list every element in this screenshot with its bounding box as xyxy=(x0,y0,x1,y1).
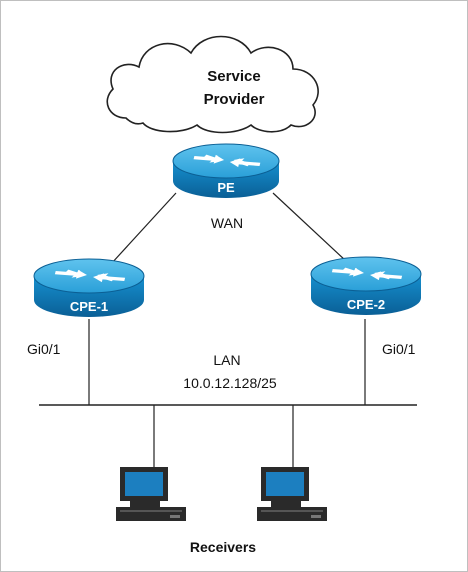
lan-subnet-label: 10.0.12.128/25 xyxy=(183,375,277,391)
pe-router-icon xyxy=(172,143,280,198)
lan-label: LAN xyxy=(213,352,240,368)
cpe1-router-label: CPE-1 xyxy=(70,299,108,314)
cpe2-router-label: CPE-2 xyxy=(347,297,385,312)
cloud-label-line2: Provider xyxy=(204,91,265,108)
cpe2-router-icon xyxy=(310,256,422,315)
interface-label-right: Gi0/1 xyxy=(382,341,416,357)
pe-router-label: PE xyxy=(217,180,235,195)
wan-label: WAN xyxy=(211,215,243,231)
cloud-label-line1: Service xyxy=(207,68,260,85)
link-pe-cpe2 xyxy=(272,192,347,262)
receiver-workstation-icon xyxy=(116,467,186,521)
cpe1-router-icon xyxy=(33,258,145,317)
receiver-workstation-icon xyxy=(257,467,327,521)
receivers-label: Receivers xyxy=(190,539,256,555)
link-pe-cpe1 xyxy=(110,192,177,265)
interface-label-left: Gi0/1 xyxy=(27,341,61,357)
cloud-icon xyxy=(106,35,319,134)
